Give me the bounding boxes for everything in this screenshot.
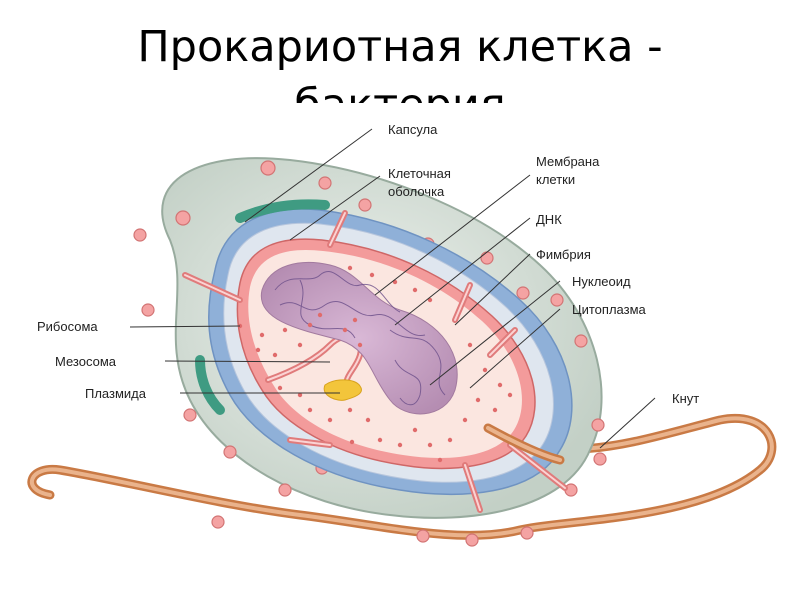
cell-wall-dark-band — [235, 199, 330, 223]
label-cytoplasm: Цитоплазма — [572, 302, 647, 317]
title-line-2: бактерия — [0, 76, 800, 103]
label-mesosome: Мезосома — [55, 354, 117, 369]
page-title: Прокариотная клетка - бактерия — [0, 18, 800, 103]
label-plasmid: Плазмида — [85, 386, 147, 401]
label-capsule: Капсула — [388, 122, 438, 137]
label-ribosome: Рибосома — [37, 319, 98, 334]
dna-strands — [274, 271, 446, 406]
label-fimbria: Фимбрия — [536, 247, 591, 262]
label-dna: ДНК — [536, 212, 562, 227]
nucleoid — [260, 262, 458, 415]
ribosomes — [237, 265, 513, 463]
label-cell-wall-line-1: Клеточная — [388, 166, 451, 181]
label-cell-wall-line-2: оболочка — [388, 184, 445, 199]
plasmid — [323, 379, 362, 401]
title-line-1: Прокариотная клетка - — [137, 22, 663, 72]
label-flagellum: Кнут — [672, 391, 699, 406]
label-membrane-line-1: Мембрана — [536, 154, 600, 169]
leader-lines — [129, 128, 656, 449]
label-nucleoid: Нуклеоид — [572, 274, 631, 289]
label-membrane-line-2: клетки — [536, 172, 575, 187]
